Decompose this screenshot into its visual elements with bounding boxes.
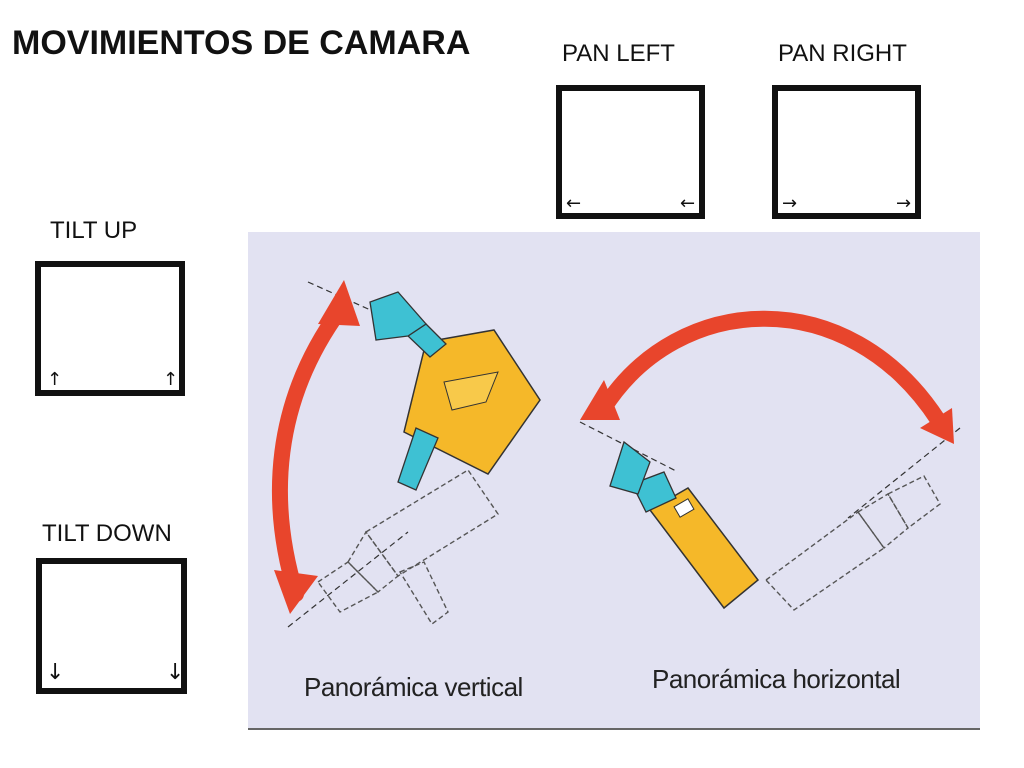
pan-left-frame: ← ← [556, 85, 705, 219]
page-title: MOVIMIENTOS DE CAMARA [12, 24, 471, 62]
arrow-down-icon: ↓ [166, 660, 185, 685]
tilt-motion-arc [272, 302, 348, 602]
arrow-up-icon: ↑ [47, 369, 63, 390]
pan-left-label: PAN LEFT [562, 40, 675, 67]
ghost-camera-right [764, 475, 941, 611]
arrow-up-icon: ↑ [163, 369, 179, 390]
tilt-up-frame: ↑ ↑ [35, 261, 185, 396]
arrow-left-icon: ← [680, 193, 696, 214]
pan-motion-arc [596, 310, 946, 428]
pan-arc-arrowhead-left [580, 380, 620, 420]
arrow-right-icon: → [782, 193, 798, 214]
tilt-down-frame: ↓ ↓ [36, 558, 187, 694]
tilt-arc-arrowhead-bottom [274, 570, 318, 614]
arrow-down-icon: ↓ [46, 660, 65, 685]
tilt-arc-arrowhead-top [318, 280, 360, 326]
caption-horizontal-pan: Panorámica horizontal [652, 664, 901, 694]
pan-right-label: PAN RIGHT [778, 40, 907, 67]
caption-vertical-pan: Panorámica vertical [304, 672, 523, 702]
pan-arc-arrowhead-right [920, 408, 954, 444]
arrow-right-icon: → [896, 193, 912, 214]
tilt-axis-line [287, 531, 409, 628]
pan-axis-line [847, 427, 961, 519]
camera-tilted-up [369, 291, 541, 491]
pan-right-frame: → → [772, 85, 921, 219]
panel-bottom-border [248, 728, 980, 730]
camera-movement-illustration [272, 280, 961, 628]
tilt-down-label: TILT DOWN [42, 520, 172, 547]
tilt-up-label: TILT UP [50, 217, 138, 244]
arrow-left-icon: ← [566, 193, 582, 214]
camera-panned-left [609, 440, 760, 610]
ghost-camera-down [317, 469, 499, 626]
